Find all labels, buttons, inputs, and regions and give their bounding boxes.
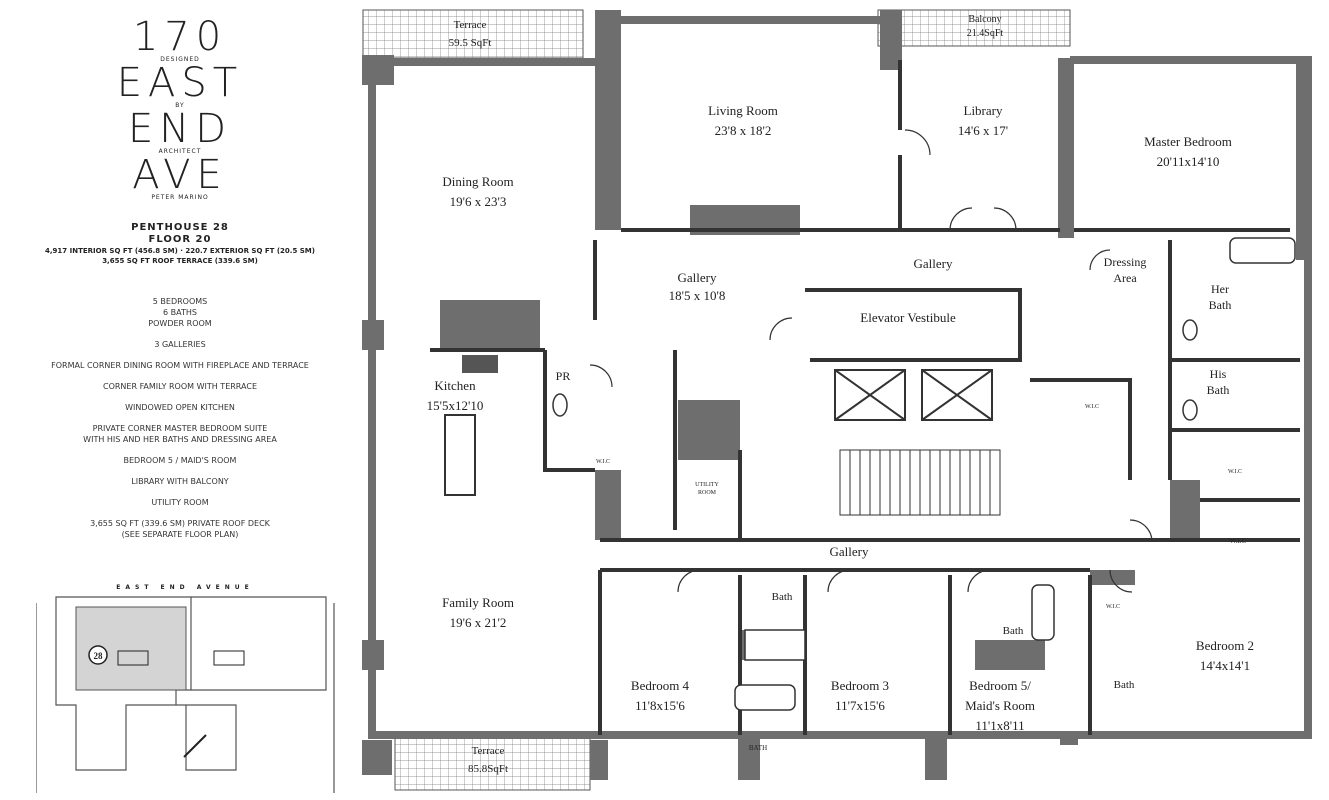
feature-item: BEDROOM 5 / MAID'S ROOM: [123, 456, 237, 465]
utility-room-name2: ROOM: [698, 490, 717, 496]
closet-label: W.I.C: [1106, 604, 1120, 610]
bedroom-3-size: 11'7x15'6: [835, 698, 885, 713]
core-symbol: [213, 650, 245, 666]
unit-badge-label: 28: [94, 651, 104, 661]
feature-item: (SEE SEPARATE FLOOR PLAN): [121, 530, 239, 539]
info-panel: 170 DESIGNED EAST BY END ARCHITECT AVE P…: [0, 0, 360, 800]
powder-room-name: PR: [556, 369, 571, 383]
closet-label: W.I.C: [596, 459, 610, 465]
unit-name: PENTHOUSE 28: [131, 222, 229, 233]
street-label: EAST END AVENUE: [116, 584, 254, 591]
elevator-vestibule-name: Elevator Vestibule: [860, 310, 956, 325]
balcony: [877, 9, 1071, 47]
bedroom-5-size: 11'1x8'11: [975, 718, 1024, 733]
kitchen-name: Kitchen: [434, 378, 476, 393]
floor-plan: Terrace 59.5 SqFt Balcony 21.4SqFt Livin…: [362, 9, 1312, 791]
terrace-top: [362, 9, 584, 59]
feature-list: 5 BEDROOMS 6 BATHS POWDER ROOM 3 GALLERI…: [0, 296, 360, 540]
unit-area: 4,917 INTERIOR SQ FT (456.8 SM) · 220.7 …: [45, 247, 315, 255]
closet-label: W.I.C: [1230, 537, 1247, 545]
kitchen-island: [444, 414, 476, 496]
living-room-name: Living Room: [708, 103, 778, 118]
family-room-name: Family Room: [442, 595, 514, 610]
dining-room-name: Dining Room: [442, 174, 513, 189]
utility-room-name: UTILITY: [695, 482, 719, 488]
gallery-2-name: Gallery: [914, 256, 953, 271]
terrace-top-size: 59.5 SqFt: [449, 37, 492, 49]
north-arrow-icon: [183, 734, 207, 758]
balcony-name: Balcony: [968, 14, 1001, 25]
balcony-size: 21.4SqFt: [967, 28, 1004, 39]
her-bath-name: Her: [1211, 282, 1229, 296]
her-bath-name2: Bath: [1209, 298, 1232, 312]
bath-label: Bath: [1114, 679, 1135, 691]
exterior-walls: [368, 16, 1312, 739]
terrace-bottom-name: Terrace: [472, 745, 505, 757]
unit-badge: [88, 645, 108, 665]
closet-label: W.I.C: [1085, 404, 1099, 410]
feature-item: UTILITY ROOM: [151, 498, 209, 507]
building-logo: 170 DESIGNED EAST BY END ARCHITECT AVE P…: [116, 14, 244, 201]
stairs: [839, 449, 1001, 516]
gallery-3-name: Gallery: [830, 544, 869, 559]
his-bath-name2: Bath: [1207, 383, 1230, 397]
terrace-top-name: Terrace: [454, 19, 487, 31]
terrace-bottom-size: 85.8SqFt: [468, 763, 508, 775]
unit-floor: FLOOR 20: [148, 234, 212, 245]
his-bath-name: His: [1210, 367, 1227, 381]
dining-room-size: 19'6 x 23'3: [450, 194, 507, 209]
feature-item: POWDER ROOM: [148, 319, 212, 328]
bedroom-2-size: 14'4x14'1: [1200, 658, 1250, 673]
bedroom-4-name: Bedroom 4: [631, 678, 690, 693]
gallery-1-size: 18'5 x 10'8: [669, 288, 726, 303]
feature-item: FORMAL CORNER DINING ROOM WITH FIREPLACE…: [51, 361, 309, 370]
feature-item: WITH HIS AND HER BATHS AND DRESSING AREA: [83, 435, 277, 444]
feature-item: 6 BATHS: [163, 308, 197, 317]
bedroom-2-name: Bedroom 2: [1196, 638, 1254, 653]
feature-item: 3,655 SQ FT (339.6 SM) PRIVATE ROOF DECK: [90, 519, 270, 528]
feature-item: 5 BEDROOMS: [152, 297, 208, 306]
unit-terrace-area: 3,655 SQ FT ROOF TERRACE (339.6 SM): [102, 257, 258, 265]
unit-spec: PENTHOUSE 28 FLOOR 20 4,917 INTERIOR SQ …: [0, 222, 360, 266]
feature-item: WINDOWED OPEN KITCHEN: [125, 403, 235, 412]
wall-columns: [362, 10, 1310, 780]
family-room-size: 19'6 x 21'2: [450, 615, 507, 630]
bath-label: BATH: [749, 744, 767, 752]
dressing-area-name2: Area: [1113, 271, 1137, 285]
master-bedroom-size: 20'11x14'10: [1157, 154, 1220, 169]
feature-item: CORNER FAMILY ROOM WITH TERRACE: [102, 382, 258, 391]
library-name: Library: [964, 103, 1003, 118]
library-size: 14'6 x 17': [958, 123, 1008, 138]
bedroom-5-name2: Maid's Room: [965, 698, 1035, 713]
bedroom-4-size: 11'8x15'6: [635, 698, 685, 713]
master-bedroom-name: Master Bedroom: [1144, 134, 1232, 149]
bedroom-3-name: Bedroom 3: [831, 678, 889, 693]
feature-item: 3 GALLERIES: [154, 340, 206, 349]
kitchen-size: 15'5x12'10: [427, 398, 484, 413]
feature-item: LIBRARY WITH BALCONY: [131, 477, 229, 486]
core-symbol: [117, 650, 149, 666]
bath-label: Bath: [772, 591, 793, 603]
door-swings: [589, 129, 1153, 593]
closet-label: W.I.C: [1228, 469, 1242, 475]
bath-fixtures: [552, 237, 1296, 711]
living-room-size: 23'8 x 18'2: [715, 123, 772, 138]
feature-item: PRIVATE CORNER MASTER BEDROOM SUITE: [92, 424, 268, 433]
bedroom-5-name: Bedroom 5/: [969, 678, 1031, 693]
bath-label: Bath: [1003, 625, 1024, 637]
cooktop: [462, 355, 498, 373]
dressing-area-name: Dressing: [1104, 255, 1147, 269]
elevators: [834, 369, 993, 421]
gallery-1-name: Gallery: [678, 270, 717, 285]
key-plan: 28: [36, 596, 335, 793]
